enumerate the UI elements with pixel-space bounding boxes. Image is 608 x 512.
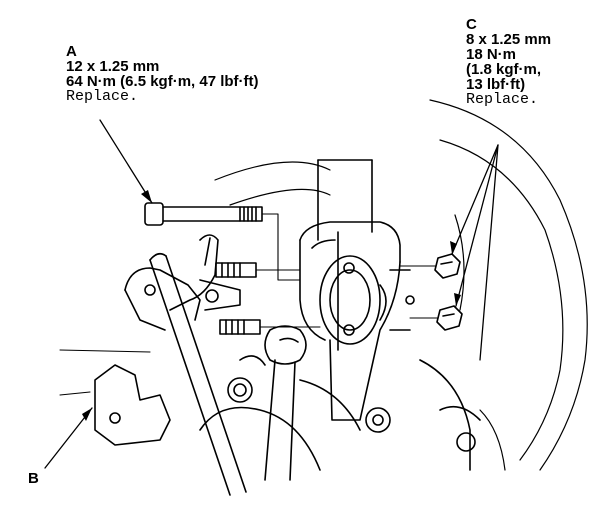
flange-nuts-c: [399, 253, 463, 331]
callout-a-note: Replace.: [66, 88, 139, 105]
callout-c-size: 8 x 1.25 mm: [466, 31, 552, 48]
callout-a-torque: 64 N·m (6.5 kgf·m, 47 lbf·ft): [66, 73, 259, 90]
callout-c-torque-line2: (1.8 kgf·m,: [466, 61, 542, 78]
knuckle-bolts: [215, 262, 321, 335]
callout-b: B: [28, 471, 39, 486]
callout-c: C 8 x 1.25 mm 18 N·m (1.8 kgf·m, 13 lbf·…: [466, 17, 551, 107]
callout-b-letter: B: [28, 470, 39, 487]
bracket-b: [59, 349, 171, 446]
callout-c-torque-line1: 18 N·m: [466, 46, 517, 63]
callout-a-size: 12 x 1.25 mm: [66, 58, 160, 75]
sensor-bracket: [124, 234, 241, 331]
stabilizer-link: [149, 252, 247, 496]
callout-c-note: Replace.: [466, 91, 539, 108]
leader-lines: [44, 119, 499, 469]
brake-disc-outline: [214, 99, 588, 471]
lower-knuckle: [199, 325, 481, 481]
callout-c-letter: C: [466, 16, 477, 33]
callout-a-letter: A: [66, 43, 77, 60]
callout-c-torque-line3: 13 lbf·ft): [466, 76, 526, 93]
strut-body: [317, 159, 373, 241]
bolt-a: [144, 202, 301, 281]
strut-bracket: [299, 221, 411, 421]
leader-arrowheads: [82, 190, 461, 421]
callout-a: A 12 x 1.25 mm 64 N·m (6.5 kgf·m, 47 lbf…: [66, 44, 259, 104]
